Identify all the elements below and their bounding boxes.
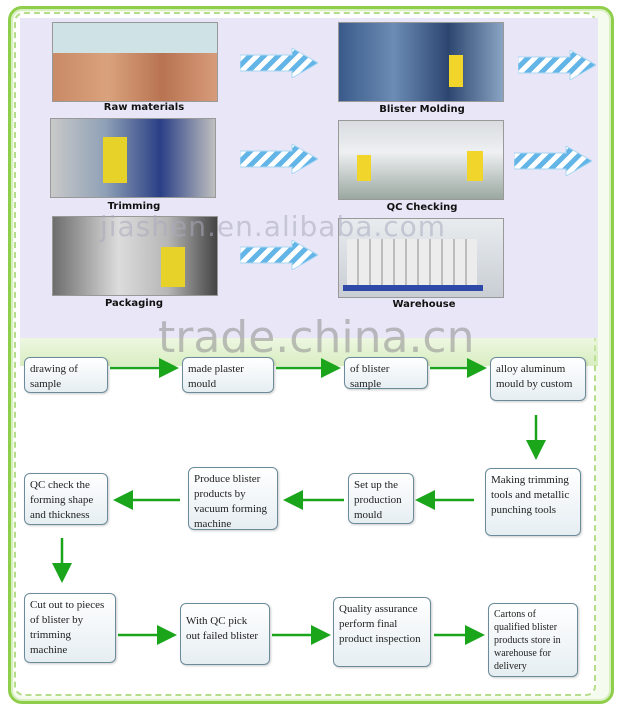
flow-box-vacuum-forming: Produce blister products by vacuum formi… xyxy=(188,467,278,530)
warehouse-photo xyxy=(338,218,504,298)
flow-box-drawing-sample: drawing of sample xyxy=(24,357,108,393)
flow-box-cut-pieces: Cut out to pieces of blister by trimming… xyxy=(24,593,116,663)
flow-box-blister-sample: of blister sample xyxy=(344,357,428,390)
site-watermark: jiashen.en.alibaba.com xyxy=(100,210,447,243)
packaging-photo xyxy=(52,216,218,296)
blister-molding-caption: Blister Molding xyxy=(379,104,465,115)
qc-checking-caption: QC Checking xyxy=(386,202,458,213)
flow-box-qc-pick-failed: With QC pick out failed blister xyxy=(180,603,270,665)
trimming-caption: Trimming xyxy=(107,201,161,212)
raw-materials-caption: Raw materials xyxy=(103,102,185,113)
flow-box-trimming-tools: Making trimming tools and metallic punch… xyxy=(485,468,581,536)
striped-arrow-icon xyxy=(518,50,596,80)
flow-box-final-inspection: Quality assurance perform final product … xyxy=(333,597,431,667)
trade-watermark: trade.china.cn xyxy=(158,312,475,363)
trimming-photo xyxy=(50,118,216,198)
flow-box-warehouse-delivery: Cartons of qualified blister products st… xyxy=(488,603,578,677)
striped-arrow-icon xyxy=(240,144,318,174)
qc-checking-photo xyxy=(338,120,504,200)
striped-arrow-icon xyxy=(514,146,592,176)
packaging-caption: Packaging xyxy=(105,298,163,309)
raw-materials-photo xyxy=(52,22,218,102)
flow-box-plaster-mould: made plaster mould xyxy=(182,357,274,393)
striped-arrow-icon xyxy=(240,240,318,270)
flow-box-aluminum-mould: alloy aluminum mould by custom xyxy=(490,357,586,401)
blister-molding-photo xyxy=(338,22,504,102)
striped-arrow-icon xyxy=(240,48,318,78)
flow-box-qc-check-forming: QC check the forming shape and thickness xyxy=(24,473,108,525)
flow-box-production-mould: Set up the production mould xyxy=(348,473,414,524)
warehouse-caption: Warehouse xyxy=(392,299,456,310)
